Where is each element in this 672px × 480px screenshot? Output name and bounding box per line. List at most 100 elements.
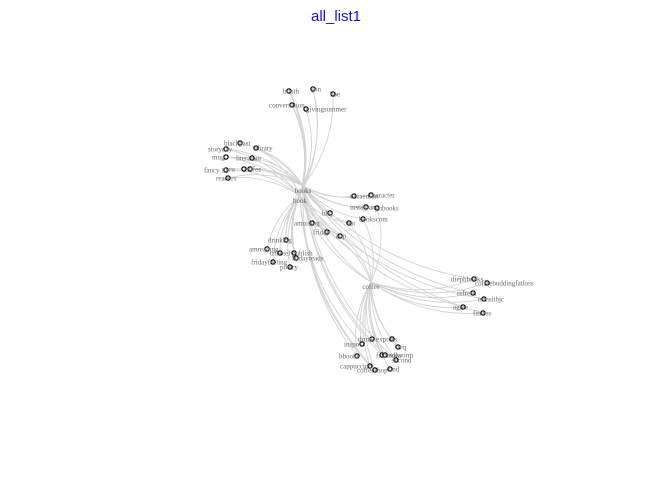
edge-books-blackpast (239, 142, 304, 187)
node-booth: booth (283, 88, 299, 96)
node-character: character (368, 192, 395, 200)
node-bbooks: bbooks (339, 353, 360, 361)
node-marker-agree (460, 304, 466, 310)
node-amuising: amuising (294, 220, 320, 228)
node-marker-library (253, 145, 259, 151)
node-label-inspo: inspo (344, 341, 360, 349)
node-label-fitness: fitness (473, 310, 492, 318)
node-blackpast: blackpast (224, 140, 250, 148)
node-marker-cup (337, 233, 343, 239)
edge-books-yubooks (302, 185, 378, 209)
node-label-bbooks: bbooks (339, 353, 360, 361)
node-label-refresh: refresh (457, 290, 477, 298)
node-bookscom: bookscom (359, 216, 388, 224)
node-transithjc: transithjc (478, 296, 504, 304)
node-marker-literature (249, 155, 255, 161)
node-label-mug: mug (212, 154, 225, 162)
node-coffeebuddingfatloss: coffeebuddingfatloss (475, 280, 534, 288)
node-marker-booth (286, 88, 292, 94)
edge-coffee-cappuccino (362, 281, 372, 367)
node-label-friday: friday (313, 229, 330, 237)
node-label-conversation: conversation (269, 102, 305, 110)
node-bbq: bbq (322, 210, 333, 218)
edge-book-coffee (299, 195, 372, 283)
node-amreading: amreading (249, 246, 279, 254)
node-label-instagram: instagram (350, 204, 378, 212)
edge-books-character (302, 185, 372, 198)
node-library: library (253, 145, 273, 153)
node-label-coffee2: coffee (244, 166, 261, 174)
edge-coffee-bookscom (362, 218, 374, 283)
edge-books-bookworm (302, 185, 386, 356)
edge-book-coffeeshop (299, 195, 376, 371)
node-agree: agree (453, 304, 468, 312)
node-guru: guru (222, 166, 247, 174)
node-mug: mug (212, 154, 229, 162)
node-marker-bookscom (360, 216, 366, 222)
node-label-blackpast: blackpast (224, 140, 250, 148)
node-label-bookscom: bookscom (359, 216, 388, 224)
node-label-diephbooks: diephbooks (451, 276, 484, 284)
node-marker-amuising (309, 220, 315, 226)
node-label-coffee: coffee (362, 283, 379, 291)
node-label-amuising: amuising (294, 220, 320, 228)
node-readers: readers (216, 175, 236, 183)
node-friday: friday (313, 229, 330, 237)
node-label-jon: jon (311, 86, 321, 94)
node-label-cup: cup (336, 233, 347, 241)
node-label-second: second (392, 357, 412, 365)
node-label-poetry: poetry (280, 264, 298, 272)
node-marker-doraemon (351, 193, 357, 199)
node-fridayreads: fridayreads (292, 255, 324, 263)
node-marker-conversation (289, 102, 295, 108)
node-trihotel: trihotel (270, 250, 290, 258)
node-avq: avq (395, 344, 407, 352)
node-marker-refresh (470, 290, 476, 296)
node-marker-bookworm (382, 352, 388, 358)
node-marker-express (389, 336, 395, 342)
edge-books-drinking (285, 185, 304, 241)
node-drinking: drinking (268, 237, 292, 245)
node-marker-second (393, 357, 399, 363)
edge-books-second (302, 185, 397, 361)
node-label-booth: booth (283, 88, 299, 96)
node-marker-fridayreads (293, 255, 299, 261)
node-label-transithjc: transithjc (478, 296, 504, 304)
node-marker-mug (223, 154, 229, 160)
node-fitness: fitness (473, 310, 492, 318)
node-coffeeshop: coffeeshop (357, 367, 388, 375)
node-label-givingsummer: givingsummer (306, 106, 347, 114)
node-publish: publish (291, 250, 313, 258)
node-marker-transithjc (481, 296, 487, 302)
node-coffee: coffee (362, 283, 379, 291)
node-label-library: library (254, 145, 273, 153)
edge-coffee-refresh (370, 281, 474, 298)
node-marker-character (368, 192, 374, 198)
node-label-books: books (295, 187, 312, 195)
node-label-book: book (293, 197, 308, 205)
node-marker-coffee2 (247, 166, 253, 172)
node-marker-yubooks (374, 205, 380, 211)
node-label-publish: publish (292, 250, 313, 258)
edge-coffee-diephbooks (370, 278, 475, 291)
edge-coffee-eat (348, 222, 372, 283)
node-givingsummer: givingsummer (303, 106, 347, 114)
edge-coffee-fitness (370, 281, 484, 314)
edge-book-library (255, 147, 301, 197)
node-label-find: find (388, 366, 400, 374)
node-label-express: express (376, 336, 397, 344)
node-marker-avq (395, 344, 401, 350)
edge-book-readers (227, 176, 301, 197)
edge-books-literature (251, 157, 304, 187)
node-book: book (293, 197, 308, 205)
node-label-bbq: bbq (322, 210, 333, 218)
node-marker-boe (330, 91, 336, 97)
edge-books-library (255, 147, 304, 187)
node-books: books (295, 187, 312, 195)
edge-books-fitness (302, 185, 484, 314)
node-marker-fancy (223, 167, 229, 173)
node-marker-blackpast (237, 140, 243, 146)
node-marker-drunk (369, 336, 375, 342)
node-fancy: fancy (204, 167, 229, 175)
